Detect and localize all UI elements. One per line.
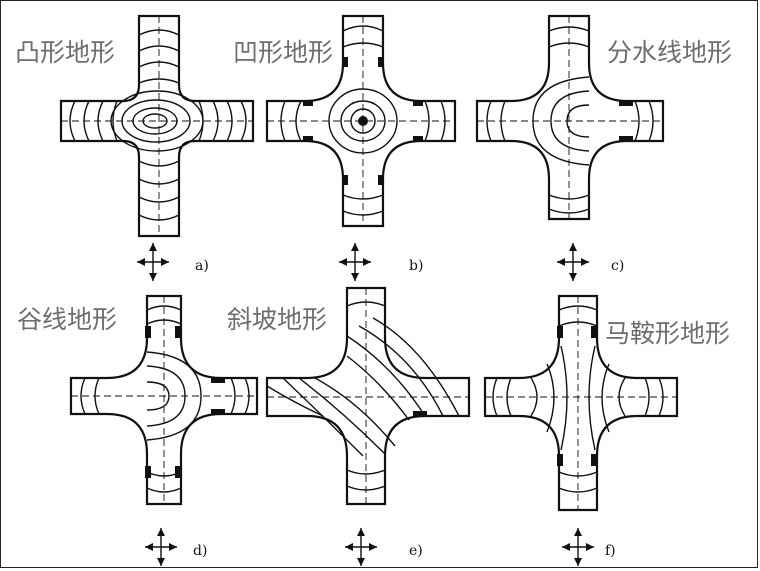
intersection-convex-diagram: [59, 14, 255, 281]
panel-slope: 斜坡地形 e): [227, 286, 513, 571]
direction-arrow-icon: [345, 528, 377, 566]
panel-title: 凸形地形: [15, 38, 116, 67]
direction-arrow-icon: [145, 528, 177, 566]
panel-ridge: 分水线地形 c): [471, 1, 732, 286]
panel-letter: a): [195, 258, 209, 274]
direction-arrow-icon: [562, 528, 594, 566]
direction-arrow-icon: [339, 243, 371, 281]
panel-valley: 谷线地形 d): [17, 286, 311, 571]
direction-arrow-icon: [137, 243, 169, 281]
panel-saddle: 马鞍形地形 f): [481, 286, 731, 571]
panel-convex: 凸形地形 a): [15, 1, 281, 286]
intersection-slope-diagram: [265, 286, 471, 566]
panel-letter: c): [611, 258, 625, 274]
intersection-concave-diagram: [265, 14, 457, 281]
panel-letter: e): [409, 543, 423, 559]
intersection-valley-diagram: [69, 294, 259, 566]
panel-title: 分水线地形: [607, 38, 733, 67]
panel-title: 凹形地形: [233, 38, 334, 67]
intersection-saddle-diagram: [483, 294, 679, 566]
panel-title: 谷线地形: [17, 305, 118, 334]
intersection-ridge-diagram: [475, 14, 665, 281]
panel-title: 斜坡地形: [227, 305, 328, 334]
panel-concave: 凹形地形 b): [233, 1, 513, 286]
direction-arrow-icon: [557, 243, 589, 281]
panel-letter: b): [409, 258, 424, 274]
panel-letter: d): [193, 543, 208, 559]
panel-title: 马鞍形地形: [605, 319, 731, 348]
panel-letter: f): [605, 543, 616, 559]
